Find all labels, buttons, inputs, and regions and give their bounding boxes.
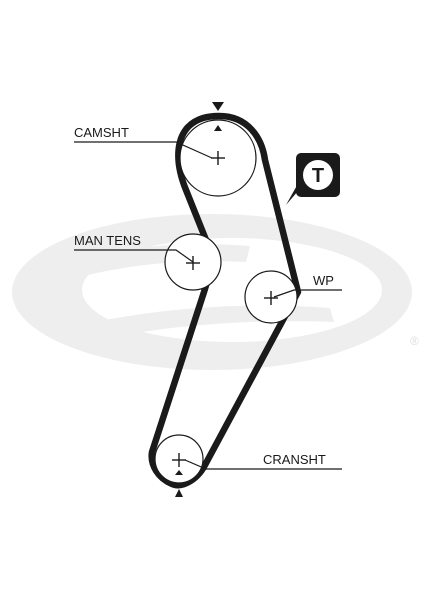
manual-tensioner-label: MAN TENS — [74, 233, 141, 248]
water-pump-leader-line — [273, 289, 342, 298]
bottom-timing-arrow-icon — [175, 489, 183, 497]
camshaft-pulley — [179, 119, 257, 197]
timing-belt — [148, 112, 302, 489]
camshaft-leader-line — [74, 141, 213, 159]
tensioner-badge: T — [286, 153, 340, 205]
timing-mark-icon — [175, 470, 183, 475]
trademark-symbol: ® — [410, 334, 419, 348]
crankshaft-pulley — [154, 434, 204, 484]
crankshaft-label: CRANSHT — [263, 452, 326, 467]
top-timing-arrow-icon — [212, 102, 224, 111]
gates-watermark: ® — [12, 214, 419, 370]
water-pump-label: WP — [313, 273, 334, 288]
crankshaft-leader-line — [184, 459, 342, 470]
tensioner-leader-line — [74, 249, 194, 263]
badge-letter: T — [312, 165, 324, 187]
timing-mark-icon — [214, 125, 222, 131]
camshaft-label: CAMSHT — [74, 125, 129, 140]
water-pump-pulley — [244, 270, 298, 324]
